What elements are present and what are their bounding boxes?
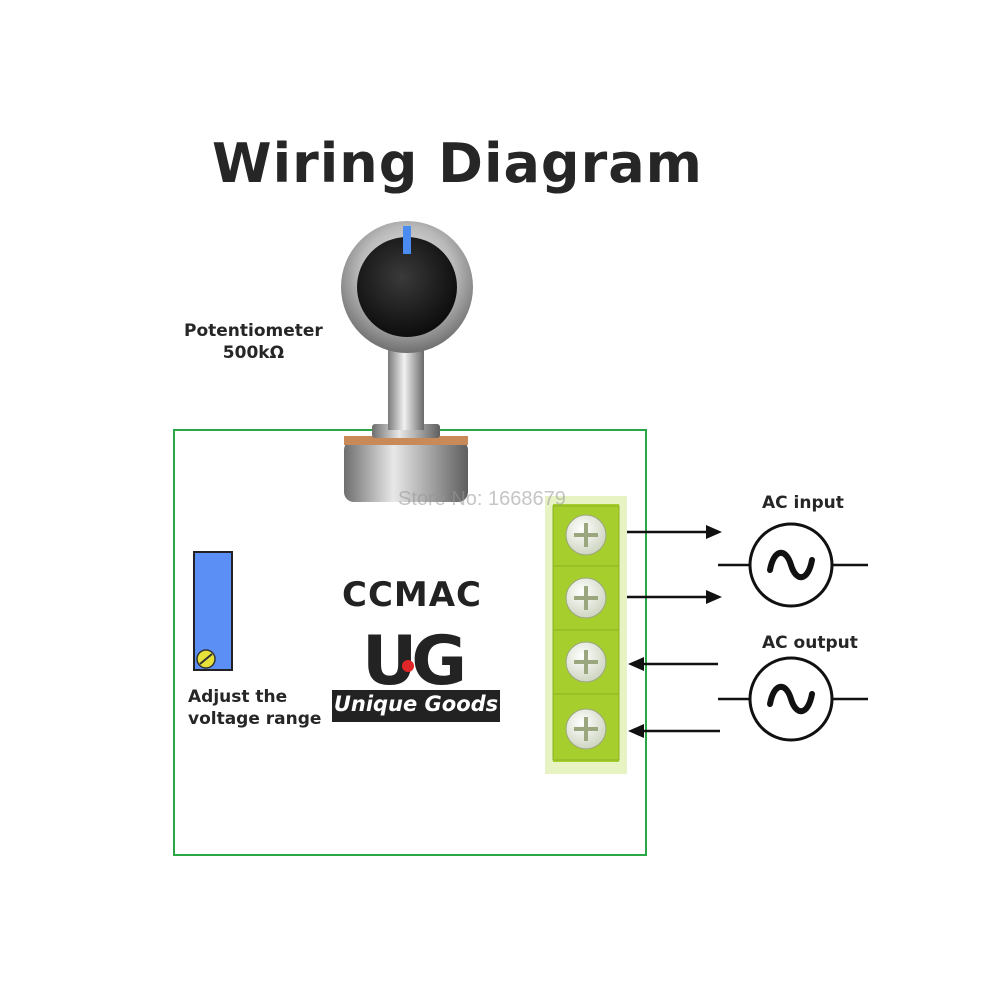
potentiometer-label-line2: 500kΩ (222, 343, 285, 363)
terminal-2[interactable] (552, 565, 620, 631)
potentiometer-label-line1: Potentiometer (184, 321, 323, 341)
logo-band (332, 690, 500, 722)
potentiometer-label: Potentiometer 500kΩ (184, 320, 323, 364)
ac-output-label: AC output (762, 633, 858, 653)
screw-cross (574, 586, 598, 610)
logo-dot (402, 660, 414, 672)
arrow-icon (706, 590, 722, 604)
potentiometer[interactable] (341, 221, 473, 502)
trimmer-body (193, 551, 233, 671)
logo-letters: UG (362, 622, 467, 701)
pot-body (344, 440, 468, 502)
page-title: Wiring Diagram (212, 132, 703, 195)
ac-input-source (718, 522, 868, 608)
arrow-icon (628, 724, 644, 738)
wiring-arrows (627, 525, 722, 738)
terminal-1[interactable] (552, 505, 620, 567)
terminal-3[interactable] (552, 629, 620, 695)
trimmer-potentiometer[interactable] (193, 551, 233, 671)
ac-output-source (718, 656, 868, 742)
knob-indicator (403, 226, 411, 254)
store-watermark: Store No: 1668679 (398, 488, 566, 510)
ac-source-icon (748, 656, 834, 742)
terminal-4[interactable] (552, 693, 620, 761)
trimmer-label: Adjust the voltage range (188, 686, 321, 730)
arrow-icon (628, 657, 644, 671)
sine-wave (767, 683, 815, 715)
screw-slot (199, 653, 213, 665)
knob-icon[interactable] (357, 237, 457, 337)
terminal-block (545, 496, 627, 774)
screw-cross (574, 650, 598, 674)
logo-tagline: Unique Goods (333, 692, 499, 716)
screw-cross (574, 523, 598, 547)
ac-input-label: AC input (762, 493, 844, 513)
trimmer-label-line2: voltage range (188, 709, 322, 729)
module-name: CCMAC (342, 575, 483, 615)
ac-source-icon (748, 522, 834, 608)
sine-wave (767, 549, 815, 581)
trimmer-label-line1: Adjust the (188, 687, 288, 707)
pot-shaft (388, 340, 424, 430)
screw-cross (574, 717, 598, 741)
pot-nut-ring (344, 436, 468, 445)
arrow-icon (706, 525, 722, 539)
